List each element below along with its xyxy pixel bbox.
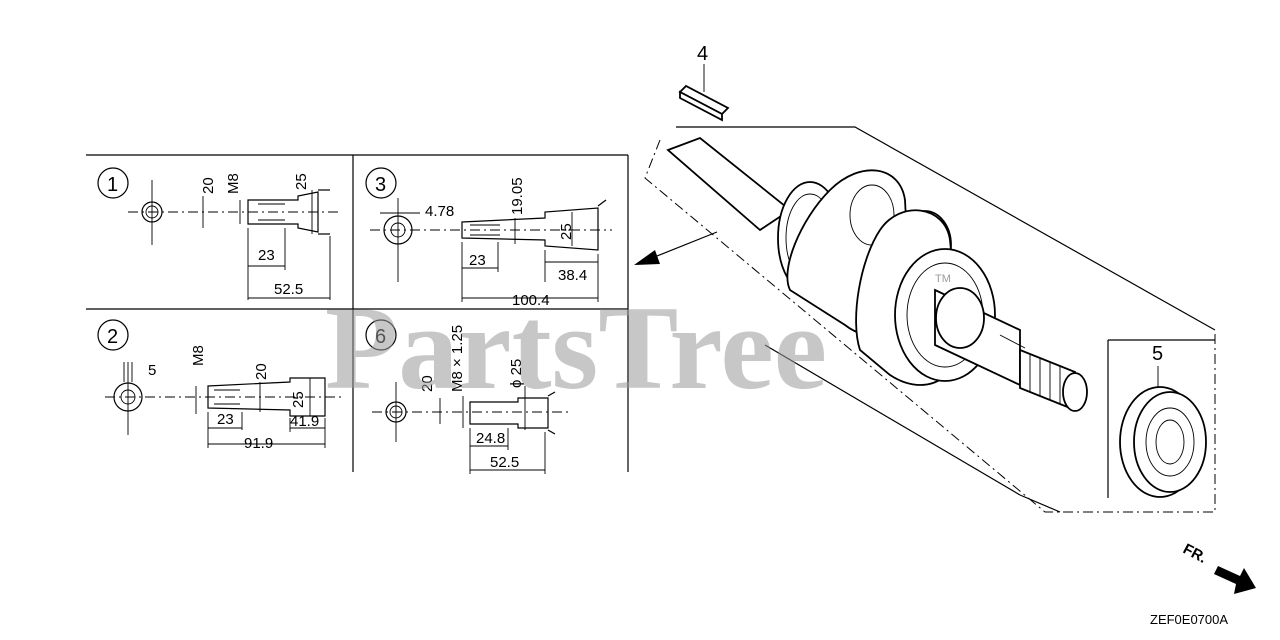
dim-label: 4.78 [425, 203, 454, 220]
callout-key: 4 [697, 43, 708, 65]
variant-1: 1 20 M8 25 23 52.5 [97, 167, 340, 300]
dim-label: 19.05 [509, 177, 526, 215]
dim-label: M8 × 1.25 [449, 325, 466, 392]
dim-label: 38.4 [558, 267, 587, 284]
dim-label: 25 [293, 173, 310, 190]
dim-label: M8 [225, 173, 242, 194]
dim-label: ϕ 25 [508, 359, 525, 388]
dim-label: 100.4 [512, 292, 550, 309]
diagram-code: ZEF0E0700A [1150, 612, 1228, 627]
callout-bearing: 5 [1152, 343, 1163, 365]
variant-number: 6 [375, 326, 386, 348]
dim-label: 23 [469, 252, 486, 269]
variant-3: 3 4.78 19.05 25 23 38.4 100.4 [365, 167, 612, 309]
bearing-part: 5 [1107, 339, 1215, 498]
dim-label: 5 [148, 362, 156, 379]
key-icon [678, 84, 730, 122]
front-indicator: FR. [1180, 541, 1256, 594]
variant-2: 2 5 M8 20 25 23 41.9 91.9 [97, 319, 345, 452]
watermark-text: PartsTree [325, 281, 827, 414]
key-part: 4 [678, 43, 730, 122]
dim-label: 20 [200, 177, 217, 194]
dim-label: 52.5 [274, 281, 303, 298]
front-label: FR. [1180, 541, 1209, 567]
bearing-icon [1119, 386, 1207, 498]
variant-number: 3 [375, 174, 386, 196]
dim-label: 20 [419, 375, 436, 392]
watermark-trademark: TM [935, 273, 951, 285]
dim-label: 20 [253, 363, 270, 380]
variant-number: 1 [107, 174, 118, 196]
arrow-icon [634, 231, 718, 265]
dim-label: 91.9 [244, 435, 273, 452]
dim-label: 41.9 [290, 413, 319, 430]
assembly-outline [644, 126, 1216, 513]
front-arrow-icon [1214, 566, 1256, 594]
dim-label: 23 [217, 411, 234, 428]
variant-table [86, 154, 629, 472]
crankshaft-icon [666, 136, 1088, 412]
dim-label: M8 [190, 345, 207, 366]
dim-label: 52.5 [490, 454, 519, 471]
dim-label: 23 [258, 247, 275, 264]
dim-label: 25 [558, 223, 575, 240]
dim-label: 25 [290, 391, 307, 408]
variant-number: 2 [107, 326, 118, 348]
variant-6: 6 20 M8 × 1.25 ϕ 25 24.8 52.5 [365, 319, 568, 474]
watermark: PartsTree TM [325, 273, 951, 414]
dim-label: 24.8 [476, 430, 505, 447]
